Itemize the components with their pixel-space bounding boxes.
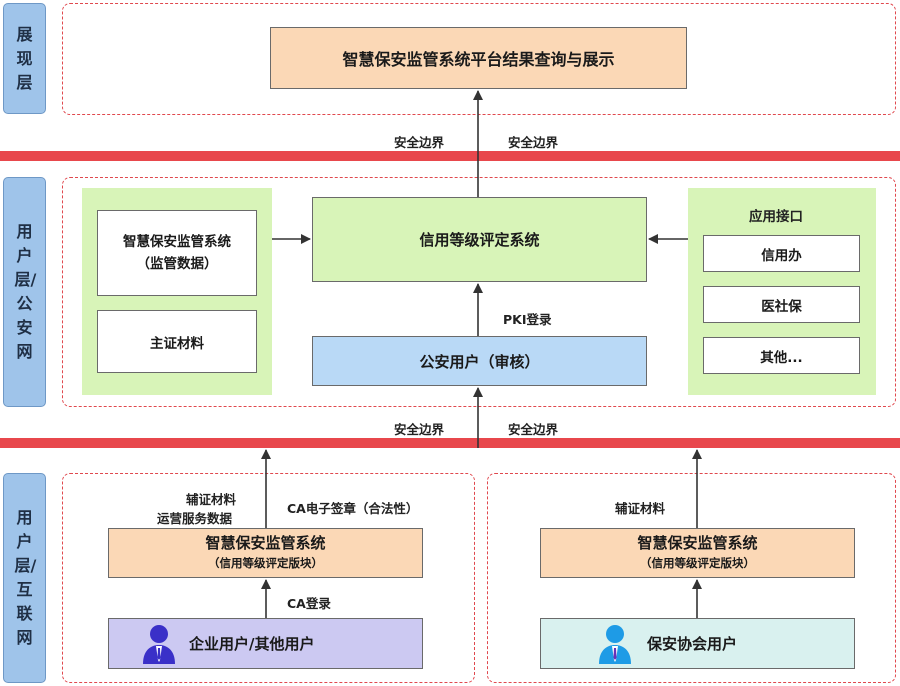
- layer-label-user-public: 用户层/公安网: [3, 177, 46, 407]
- operation-data-label: 运营服务数据: [157, 511, 233, 526]
- user-business-icon: [143, 624, 175, 664]
- ca-login-label: CA登录: [287, 596, 331, 611]
- layer-label-display: 展现层: [3, 3, 46, 114]
- aux-material-label: 辅证材料: [186, 492, 237, 507]
- monitoring-data-box: 智慧保安监管系统 （监管数据）: [97, 210, 257, 296]
- ca-signature-label: CA电子签章（合法性）: [287, 501, 419, 516]
- association-system-box: 智慧保安监管系统 （信用等级评定版块）: [540, 528, 855, 578]
- app-interface-title: 应用接口: [749, 209, 803, 225]
- main-certificate-box: 主证材料: [97, 310, 257, 373]
- association-user-box: 保安协会用户: [540, 618, 855, 669]
- internet-right-region: [487, 473, 896, 683]
- credit-rating-system-box: 信用等级评定系统: [312, 197, 647, 282]
- public-net-region: [62, 177, 896, 407]
- police-user-box: 公安用户（审核）: [312, 336, 647, 386]
- layer-label-user-internet: 用户层/互联网: [3, 473, 46, 683]
- security-boundary-top: [0, 151, 900, 161]
- interface-item-credit-office: 信用办: [703, 235, 860, 272]
- enterprise-system-box: 智慧保安监管系统 （信用等级评定版块）: [108, 528, 423, 578]
- boundary-label-bottom-right: 安全边界: [508, 422, 559, 437]
- boundary-label-bottom-left: 安全边界: [394, 422, 445, 437]
- display-result-box: 智慧保安监管系统平台结果查询与展示: [270, 27, 687, 89]
- enterprise-user-box: 企业用户/其他用户: [108, 618, 423, 669]
- boundary-label-top-left: 安全边界: [394, 135, 445, 150]
- interface-item-medical-insurance: 医社保: [703, 286, 860, 323]
- aux-material-right-label: 辅证材料: [615, 501, 666, 516]
- pki-login-label: PKI登录: [503, 312, 552, 327]
- interface-item-other: 其他...: [703, 337, 860, 374]
- security-boundary-bottom: [0, 438, 900, 448]
- internet-left-region: [62, 473, 475, 683]
- display-region: [62, 3, 896, 115]
- user-security-icon: [599, 624, 631, 664]
- boundary-label-top-right: 安全边界: [508, 135, 559, 150]
